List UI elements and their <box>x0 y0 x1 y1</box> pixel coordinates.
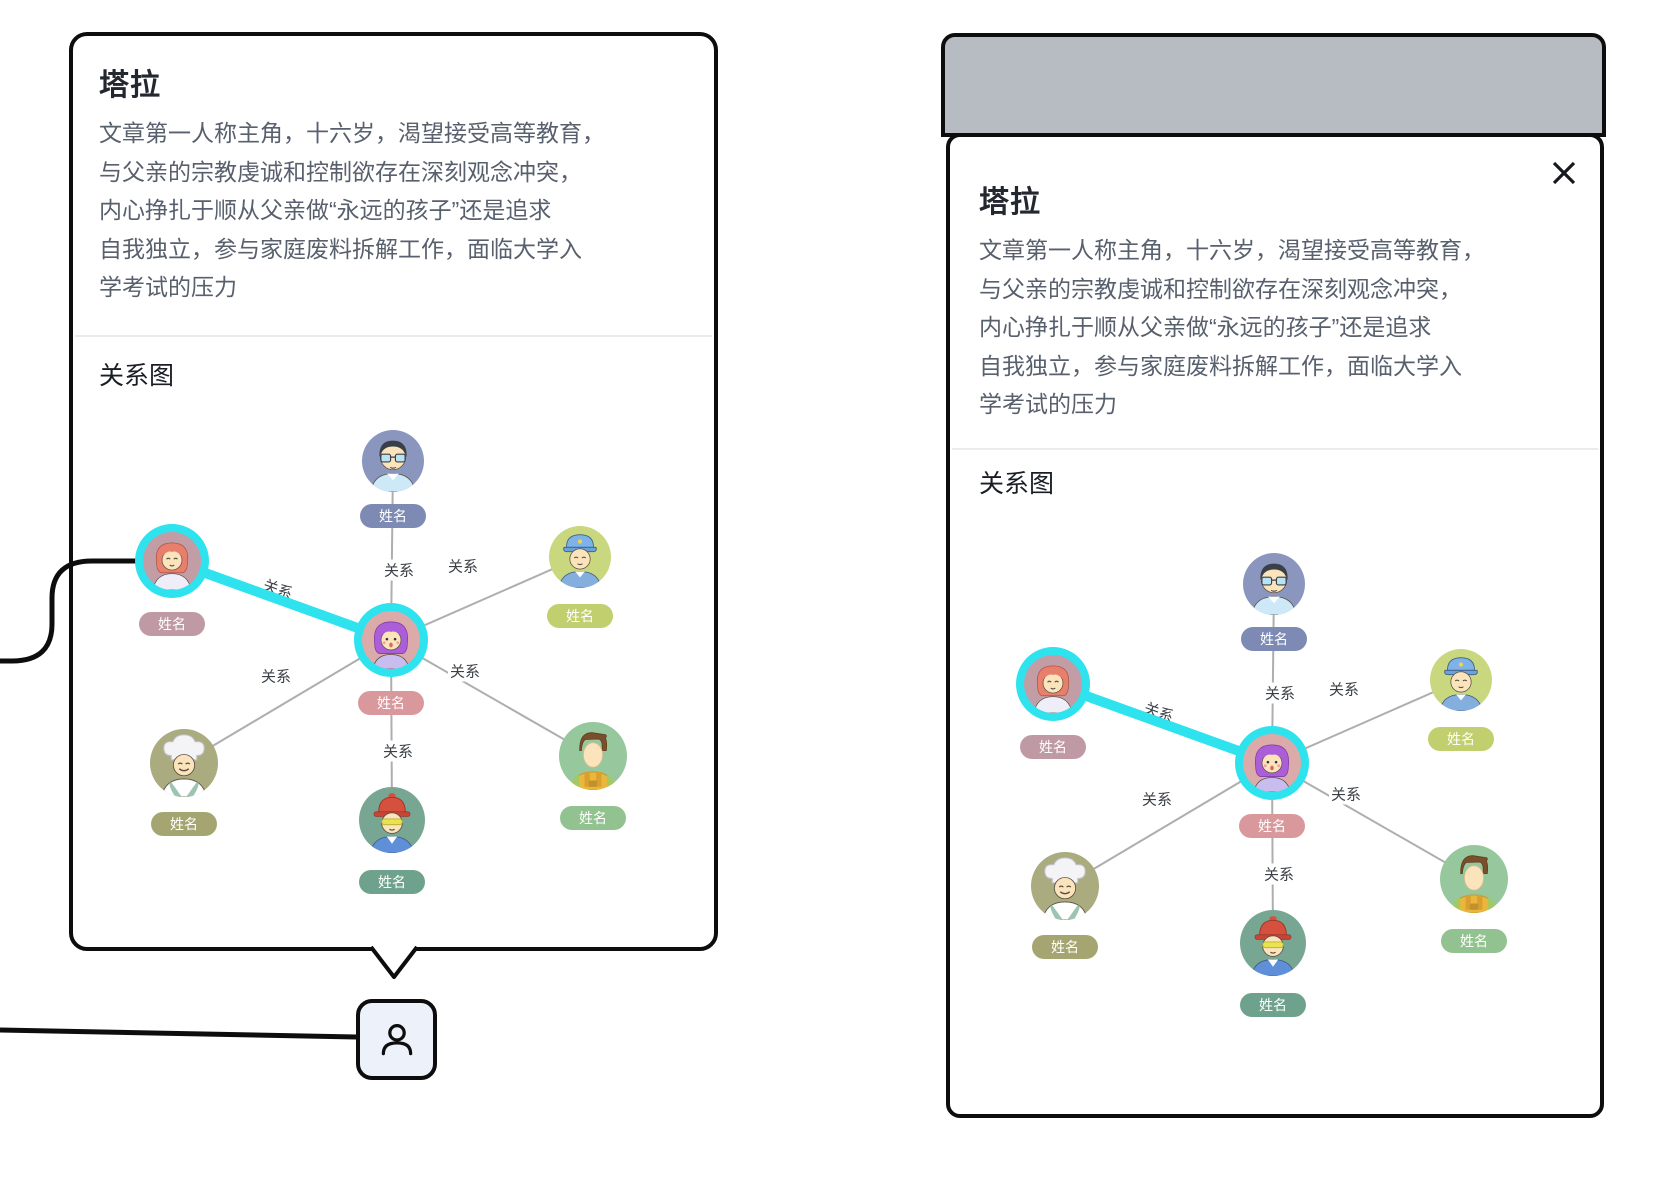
node-worker[interactable] <box>359 787 425 853</box>
node-tara[interactable] <box>1243 734 1301 792</box>
character-name-title: 塔拉 <box>99 69 161 102</box>
red-haired-woman-avatar <box>143 532 201 590</box>
chef-avatar <box>150 729 218 797</box>
node-chef[interactable] <box>150 729 218 797</box>
young-man-avatar <box>559 722 627 790</box>
character-description: 文章第一人称主角，十六岁，渴望接受高等教育， 与父亲的宗教虔诚和控制欲存在深刻观… <box>979 237 1485 417</box>
node-father[interactable] <box>1243 553 1305 615</box>
person-icon <box>381 1023 412 1055</box>
node-father[interactable] <box>362 430 424 492</box>
man-with-glasses-avatar <box>1243 553 1305 615</box>
close-button[interactable] <box>1546 155 1582 191</box>
node-young-man[interactable] <box>1440 845 1508 913</box>
node-chef[interactable] <box>1031 852 1099 920</box>
speech-bubble-pointer <box>369 945 419 979</box>
construction-worker-avatar <box>1240 910 1306 976</box>
node-tara[interactable] <box>362 611 420 669</box>
red-haired-woman-avatar <box>1024 655 1082 713</box>
purple-haired-girl-avatar <box>362 611 420 669</box>
chef-avatar <box>1031 852 1099 920</box>
node-police[interactable] <box>1430 649 1492 711</box>
construction-worker-avatar <box>359 787 425 853</box>
node-worker[interactable] <box>1240 910 1306 976</box>
police-officer-avatar <box>1430 649 1492 711</box>
node-police[interactable] <box>549 526 611 588</box>
character-trigger-button[interactable] <box>356 999 437 1080</box>
relationship-graph-heading: 关系图 <box>979 470 1055 498</box>
character-description: 文章第一人称主角，十六岁，渴望接受高等教育， 与父亲的宗教虔诚和控制欲存在深刻观… <box>99 120 605 300</box>
close-icon <box>1552 161 1576 185</box>
young-man-avatar <box>1440 845 1508 913</box>
man-with-glasses-avatar <box>362 430 424 492</box>
node-mother[interactable] <box>143 532 201 590</box>
purple-haired-girl-avatar <box>1243 734 1301 792</box>
modal-titlebar[interactable] <box>941 33 1606 137</box>
divider <box>75 335 712 337</box>
divider <box>952 448 1598 450</box>
relationship-graph-heading: 关系图 <box>99 362 175 390</box>
node-young-man[interactable] <box>559 722 627 790</box>
character-name-title: 塔拉 <box>979 186 1041 219</box>
node-mother[interactable] <box>1024 655 1082 713</box>
connector-line-to-trigger-button <box>0 1027 357 1040</box>
police-officer-avatar <box>549 526 611 588</box>
